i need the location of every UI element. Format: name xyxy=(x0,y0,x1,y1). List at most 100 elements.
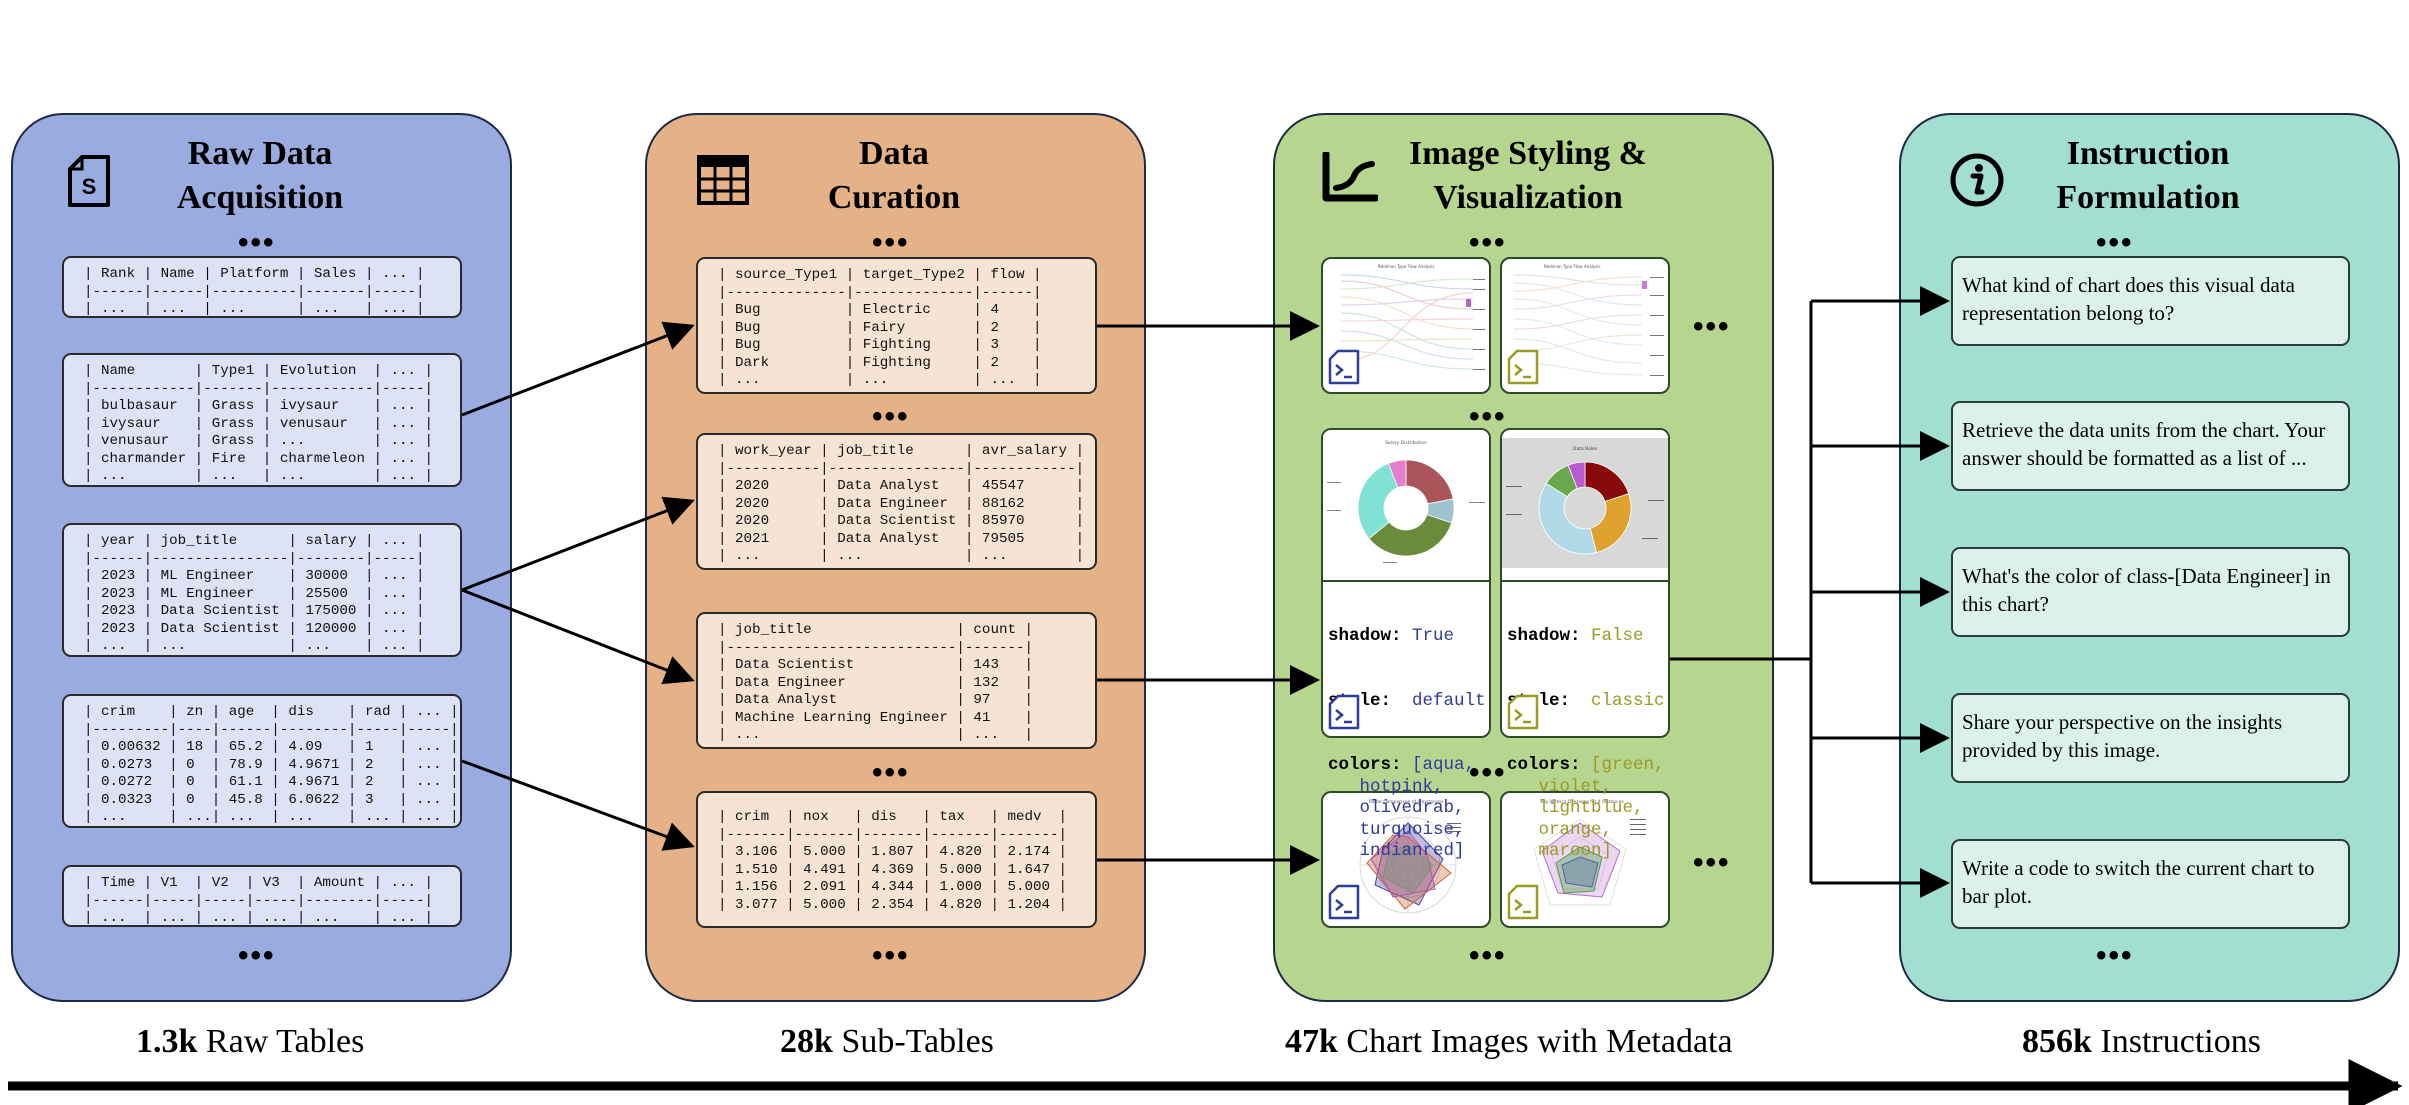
code-script-icon xyxy=(1507,694,1539,730)
raw-data-title-line2: Acquisition xyxy=(176,179,344,216)
stat-instructions: 856k Instructions xyxy=(2022,1022,2261,1062)
chart-metadata: shadow: True style: default colors: [aqu… xyxy=(1328,583,1486,884)
stat-value: 47k xyxy=(1285,1023,1338,1060)
ellipsis-dots: ••• xyxy=(1693,310,1731,343)
ellipsis-dots: ••• xyxy=(872,400,910,433)
metadata-colors-value: [green, violet, lightblue, orange, maroo… xyxy=(1538,755,1665,861)
ellipsis-dots: ••• xyxy=(1469,939,1507,972)
instruction-title: Instruction Formulation xyxy=(2018,132,2278,220)
instruction-box: Retrieve the data units from the chart. … xyxy=(1951,401,2350,491)
sub-table: | work_year | job_title | avr_salary | |… xyxy=(696,433,1097,570)
ellipsis-dots: ••• xyxy=(1469,400,1507,433)
stat-label: Sub-Tables xyxy=(832,1023,994,1060)
code-script-icon xyxy=(1507,349,1539,385)
data-curation-title: Data Curation xyxy=(764,132,1024,220)
sub-table: | source_Type1 | target_Type2 | flow | |… xyxy=(696,257,1097,394)
metadata-shadow-value: True xyxy=(1412,626,1455,646)
ellipsis-dots: ••• xyxy=(1693,846,1731,879)
radar-title-1: Radar Comparison of 4 Instances xyxy=(1369,799,1444,805)
stat-label: Chart Images with Metadata xyxy=(1337,1023,1733,1060)
metadata-colors-key: colors: xyxy=(1328,755,1402,775)
info-icon xyxy=(1950,153,2004,207)
code-script-icon xyxy=(1328,349,1360,385)
raw-table-text: | crim | zn | age | dis | rad | ... | |-… xyxy=(84,704,459,825)
ellipsis-dots: ••• xyxy=(872,756,910,789)
donut-slice xyxy=(1538,482,1597,555)
data-curation-title-line2: Curation xyxy=(827,179,961,216)
stat-raw-tables: 1.3k Raw Tables xyxy=(136,1022,364,1062)
metadata-shadow-value: False xyxy=(1591,626,1644,646)
radar-title-2: Key Metrics Overview for 4 Instances xyxy=(1540,799,1624,805)
raw-data-title-line1: Raw Data xyxy=(187,135,333,172)
image-styling-title-line2: Visualization xyxy=(1433,179,1623,216)
code-script-icon xyxy=(1328,694,1360,730)
code-script-icon xyxy=(1328,884,1360,920)
donut-slice xyxy=(1567,461,1586,489)
raw-table: | Rank | Name | Platform | Sales | ... |… xyxy=(62,256,462,318)
ellipsis-dots: ••• xyxy=(238,226,276,259)
image-styling-title: Image Styling & Visualization xyxy=(1378,132,1678,220)
ellipsis-dots: ••• xyxy=(872,939,910,972)
ellipsis-dots: ••• xyxy=(1469,226,1507,259)
stat-value: 28k xyxy=(780,1023,833,1060)
raw-table-text: | Time | V1 | V2 | V3 | Amount | ... | |… xyxy=(84,875,434,926)
metadata-style-value: default xyxy=(1412,690,1486,711)
raw-table-text: | Name | Type1 | Evolution | ... | |----… xyxy=(84,363,434,484)
raw-table: | year | job_title | salary | ... | |---… xyxy=(62,523,462,657)
chart-metadata: shadow: False style: classic colors: [gr… xyxy=(1507,583,1665,884)
raw-table: | crim | zn | age | dis | rad | ... | |-… xyxy=(62,694,462,828)
table-grid-icon xyxy=(697,155,749,205)
metadata-colors-key: colors: xyxy=(1507,755,1581,775)
ellipsis-dots: ••• xyxy=(1469,756,1507,789)
image-styling-title-line1: Image Styling & xyxy=(1409,135,1647,172)
script-s-icon: S xyxy=(68,155,110,207)
stat-value: 856k xyxy=(2022,1023,2092,1060)
ellipsis-dots: ••• xyxy=(2096,939,2134,972)
svg-text:S: S xyxy=(82,174,97,199)
donut-slice xyxy=(1387,459,1407,489)
donut-chart-metadata-card: Salary Distribution xyxy=(1321,428,1491,738)
instruction-title-line1: Instruction xyxy=(2066,135,2230,172)
sub-table-text: | crim | nox | dis | tax | medv | |-----… xyxy=(718,809,1068,913)
ellipsis-dots: ••• xyxy=(238,939,276,972)
sankey-title-2: Pokémon Type Flow Analysis xyxy=(1544,264,1601,269)
sub-table-text: | job_title | count | |-----------------… xyxy=(718,622,1034,743)
instruction-box: What kind of chart does this visual data… xyxy=(1951,256,2350,346)
donut-title-2: Data Roles xyxy=(1573,446,1598,452)
sankey-title-1: Pokémon Type Flow Analysis xyxy=(1378,264,1435,269)
sub-table-text: | work_year | job_title | avr_salary | |… xyxy=(718,443,1085,564)
raw-table: | Name | Type1 | Evolution | ... | |----… xyxy=(62,353,462,487)
sub-table: | crim | nox | dis | tax | medv | |-----… xyxy=(696,791,1097,928)
donut-chart-1 xyxy=(1357,459,1455,557)
donut-chart-2 xyxy=(1538,461,1632,555)
code-script-icon xyxy=(1507,884,1539,920)
data-curation-title-line1: Data xyxy=(859,135,929,172)
donut-chart-metadata-card: Data Roles xyxy=(1500,428,1670,738)
stat-label: Raw Tables xyxy=(197,1023,365,1060)
donut-slice xyxy=(1589,493,1632,554)
metadata-style-value: classic xyxy=(1591,690,1665,711)
raw-table-text: | Rank | Name | Platform | Sales | ... |… xyxy=(84,266,425,317)
donut-slice xyxy=(1357,462,1399,540)
instruction-title-line2: Formulation xyxy=(2056,179,2240,216)
donut-slice xyxy=(1368,514,1453,557)
metadata-colors-value: [aqua, hotpink, olivedrab, turquoise, in… xyxy=(1359,755,1476,861)
instruction-box: What's the color of class-[Data Engineer… xyxy=(1951,547,2350,637)
stat-sub-tables: 28k Sub-Tables xyxy=(780,1022,994,1062)
raw-table: | Time | V1 | V2 | V3 | Amount | ... | |… xyxy=(62,865,462,927)
sub-table: | job_title | count | |-----------------… xyxy=(696,612,1097,749)
instruction-box: Share your perspective on the insights p… xyxy=(1951,693,2350,783)
stat-label: Instructions xyxy=(2091,1023,2261,1060)
metadata-shadow-key: shadow: xyxy=(1328,626,1402,646)
radar-chart-thumbnail: Radar Comparison of 4 Instances xyxy=(1321,791,1491,928)
sub-table-text: | source_Type1 | target_Type2 | flow | |… xyxy=(718,267,1042,388)
ellipsis-dots: ••• xyxy=(872,226,910,259)
raw-table-text: | year | job_title | salary | ... | |---… xyxy=(84,533,425,654)
stat-value: 1.3k xyxy=(136,1023,198,1060)
metadata-shadow-key: shadow: xyxy=(1507,626,1581,646)
donut-title-1: Salary Distribution xyxy=(1385,440,1427,446)
instruction-box: Write a code to switch the current chart… xyxy=(1951,839,2350,929)
raw-data-title: Raw Data Acquisition xyxy=(130,132,390,220)
stat-chart-images: 47k Chart Images with Metadata xyxy=(1285,1022,1733,1062)
chart-axis-icon xyxy=(1322,152,1378,202)
